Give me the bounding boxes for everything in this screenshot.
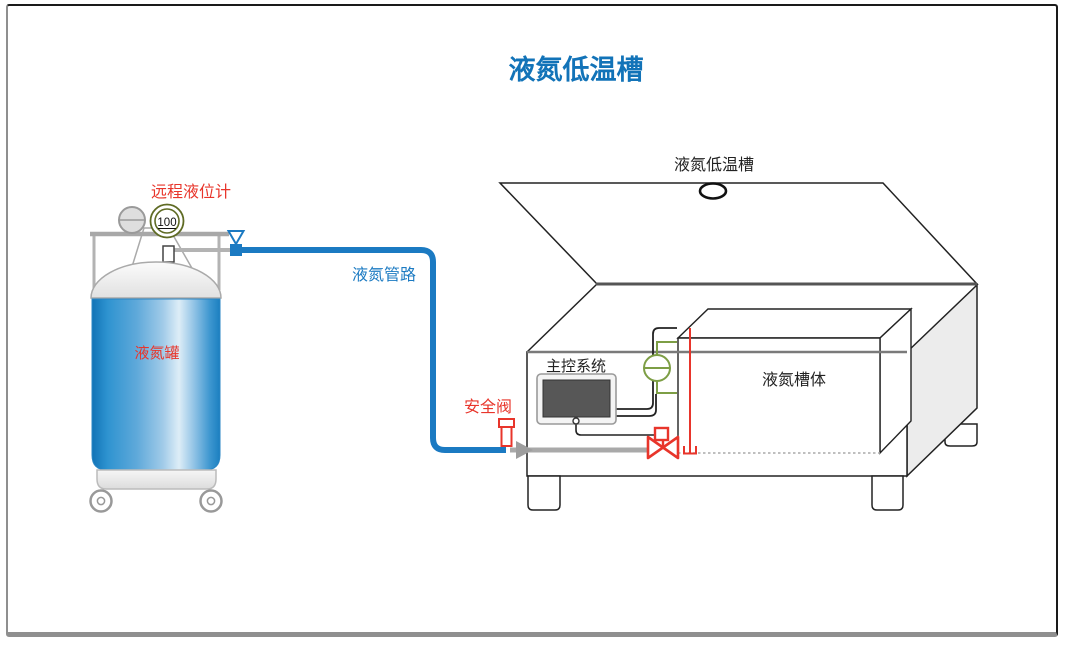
bath-leg-front-left xyxy=(527,475,561,511)
controller-knob xyxy=(572,417,580,425)
lid-handle-hole-icon xyxy=(698,182,728,200)
level-sensor-icon xyxy=(643,341,677,394)
control-wire-sensor xyxy=(615,394,657,417)
page-title: 液氮低温槽 xyxy=(509,55,644,85)
tank-wheel-right xyxy=(199,489,223,513)
tank-base xyxy=(96,469,217,490)
tank-label: 液氮罐 xyxy=(134,345,179,362)
ln-tank: 100 液氮罐 xyxy=(89,203,232,513)
flow-arrow-icon xyxy=(516,441,533,459)
ln-pipeline xyxy=(242,247,506,453)
bath-body-label: 液氮槽体 xyxy=(762,371,826,389)
tank-body xyxy=(91,298,221,471)
lid-label: 液氮低温槽 xyxy=(674,156,754,174)
safety-valve-icon xyxy=(498,418,515,447)
bath-leg-front-right xyxy=(871,475,904,511)
diagram-frame xyxy=(6,4,1058,637)
level-gauge-value: 100 xyxy=(157,217,176,229)
controller-label: 主控系统 xyxy=(546,358,606,375)
safety-valve-label: 安全阀 xyxy=(464,398,512,416)
tank-wheel-left xyxy=(89,489,113,513)
controller-display xyxy=(536,373,617,425)
controller-screen xyxy=(542,379,611,418)
level-gauge-label: 远程液位计 xyxy=(151,183,231,201)
bath-lid xyxy=(498,182,979,285)
tank-valve-icon xyxy=(226,230,246,256)
pipeline-label: 液氮管路 xyxy=(352,266,416,284)
dip-tube xyxy=(683,328,697,455)
control-wire-valve xyxy=(575,424,655,436)
bath-side-face xyxy=(906,283,978,478)
pressure-gauge-icon xyxy=(118,206,146,234)
level-gauge-icon: 100 xyxy=(149,203,185,239)
tank-port xyxy=(162,245,175,263)
inner-tank xyxy=(676,307,913,455)
tank-dome xyxy=(90,261,222,299)
control-valve-icon xyxy=(646,426,680,460)
cryo-bath: 液氮槽体 xyxy=(498,182,979,511)
